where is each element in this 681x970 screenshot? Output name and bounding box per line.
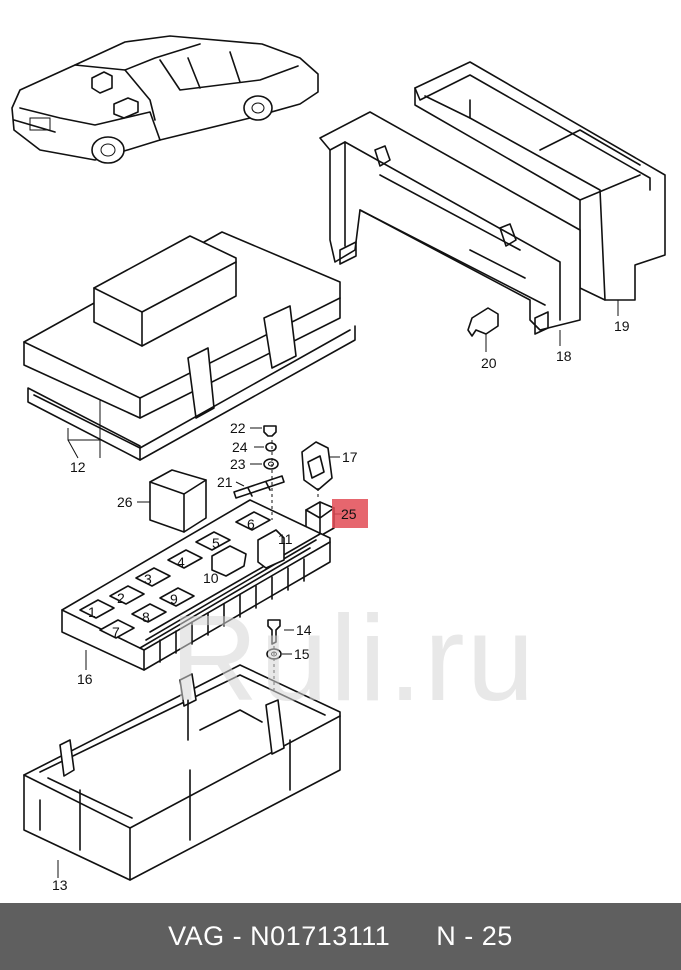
label-20: 20 bbox=[481, 355, 497, 371]
label-26: 26 bbox=[117, 494, 133, 510]
slot-label-6: 6 bbox=[247, 516, 255, 532]
part-18-bracket bbox=[319, 111, 581, 335]
label-24: 24 bbox=[232, 439, 248, 455]
footer-bar: VAG - N01713111 N - 25 bbox=[0, 903, 681, 970]
car-illustration bbox=[11, 35, 319, 164]
slot-label-9: 9 bbox=[170, 591, 178, 607]
fastener-parts bbox=[233, 425, 285, 499]
slot-label-5: 5 bbox=[212, 535, 220, 551]
slot-label-3: 3 bbox=[144, 571, 152, 587]
slot-label-10: 10 bbox=[203, 570, 219, 586]
slot-label-8: 8 bbox=[142, 609, 150, 625]
part-20-clip bbox=[467, 307, 499, 337]
label-23: 23 bbox=[230, 456, 246, 472]
label-14: 14 bbox=[296, 622, 312, 638]
label-12: 12 bbox=[70, 459, 86, 475]
label-17: 17 bbox=[342, 449, 358, 465]
label-25: 25 bbox=[341, 506, 357, 522]
label-13: 13 bbox=[52, 877, 68, 893]
label-15: 15 bbox=[294, 646, 310, 662]
part-12-cover bbox=[23, 231, 356, 461]
slot-label-2: 2 bbox=[117, 590, 125, 606]
part-26-relay bbox=[149, 469, 207, 533]
callout-labels: 19 18 20 12 22 24 23 21 17 25 26 14 15 1… bbox=[52, 318, 630, 893]
watermark: Ruli.ru bbox=[170, 590, 537, 726]
leader-lines bbox=[57, 300, 619, 878]
slot-label-4: 4 bbox=[177, 554, 185, 570]
slot-label-11: 11 bbox=[278, 531, 293, 547]
part-13-base bbox=[23, 664, 341, 881]
position-label: N - 25 bbox=[436, 921, 513, 951]
part-17-holder bbox=[301, 441, 333, 491]
slot-label-1: 1 bbox=[88, 604, 96, 620]
parts-diagram: 19 18 20 12 22 24 23 21 17 25 26 14 15 1… bbox=[11, 35, 666, 893]
part-16-relay-board bbox=[61, 499, 331, 671]
label-19: 19 bbox=[614, 318, 630, 334]
label-22: 22 bbox=[230, 420, 246, 436]
highlight-box bbox=[332, 499, 368, 528]
label-18: 18 bbox=[556, 348, 572, 364]
part-19-housing bbox=[414, 61, 666, 301]
part-number: VAG - N01713111 bbox=[168, 921, 391, 951]
slot-label-7: 7 bbox=[112, 624, 120, 640]
label-16: 16 bbox=[77, 671, 93, 687]
label-21: 21 bbox=[217, 474, 233, 490]
